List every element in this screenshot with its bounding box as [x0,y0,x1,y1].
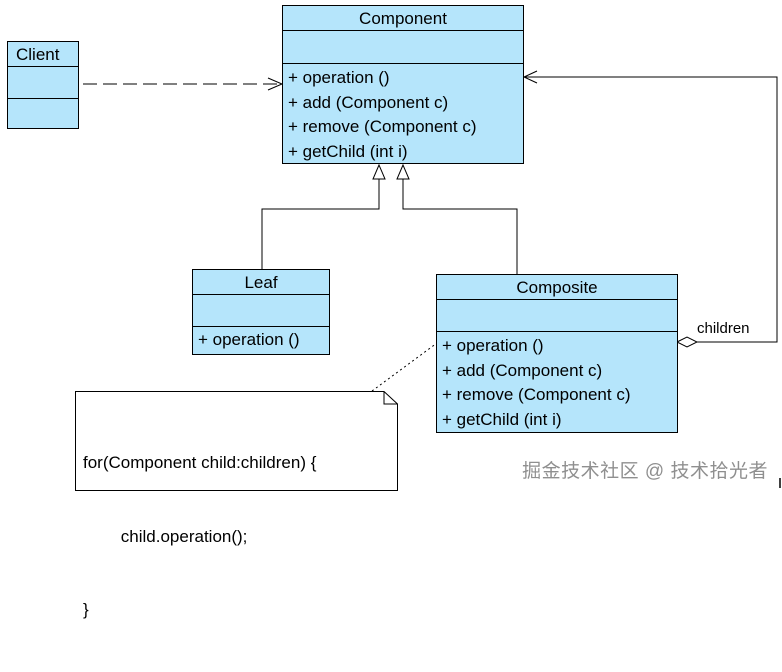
attributes-compartment [8,67,78,99]
class-name: Leaf [193,270,329,295]
generalization-composite-component [396,163,518,274]
operations-compartment: + operation () + add (Component c) + rem… [437,332,677,432]
note-shape [75,391,398,491]
code-line: } [83,600,89,619]
class-name: Client [8,42,78,67]
operation: + operation () [198,330,300,349]
generalization-leaf-component [261,163,386,269]
note-code: for(Component child:children) { child.op… [83,402,316,672]
attributes-compartment [437,300,677,332]
operation: + operation () [288,68,390,87]
operations-compartment: + operation () [193,327,329,353]
operations-compartment: + operation () + add (Component c) + rem… [283,64,523,164]
operation: + remove (Component c) [442,385,631,404]
operation: + add (Component c) [442,360,603,380]
operation: + getChild (int i) [288,141,408,161]
operation: + remove (Component c) [288,117,477,136]
aggregation-composite-component [522,70,778,348]
operation: + add (Component c) [288,92,449,112]
watermark-text: 掘金技术社区 @ 技术拾光者 [522,461,768,482]
operation: + getChild (int i) [442,409,562,429]
class-component: Component + operation () + add (Componen… [282,5,524,164]
operation: + operation () [442,336,544,355]
attributes-compartment [283,31,523,64]
class-client: Client [7,41,79,129]
dependency-client-component [83,77,284,91]
class-leaf: Leaf + operation () [192,269,330,355]
class-name: Composite [437,275,677,300]
code-line: child.operation(); [83,526,248,546]
relationship-lines [83,70,781,488]
note-anchor-line [371,342,438,392]
code-line: for(Component child:children) { [83,453,317,472]
attributes-compartment [193,295,329,327]
association-role-label: children [697,320,750,337]
class-name: Component [283,6,523,31]
code-note: for(Component child:children) { child.op… [75,391,398,619]
class-composite: Composite + operation () + add (Componen… [436,274,678,433]
